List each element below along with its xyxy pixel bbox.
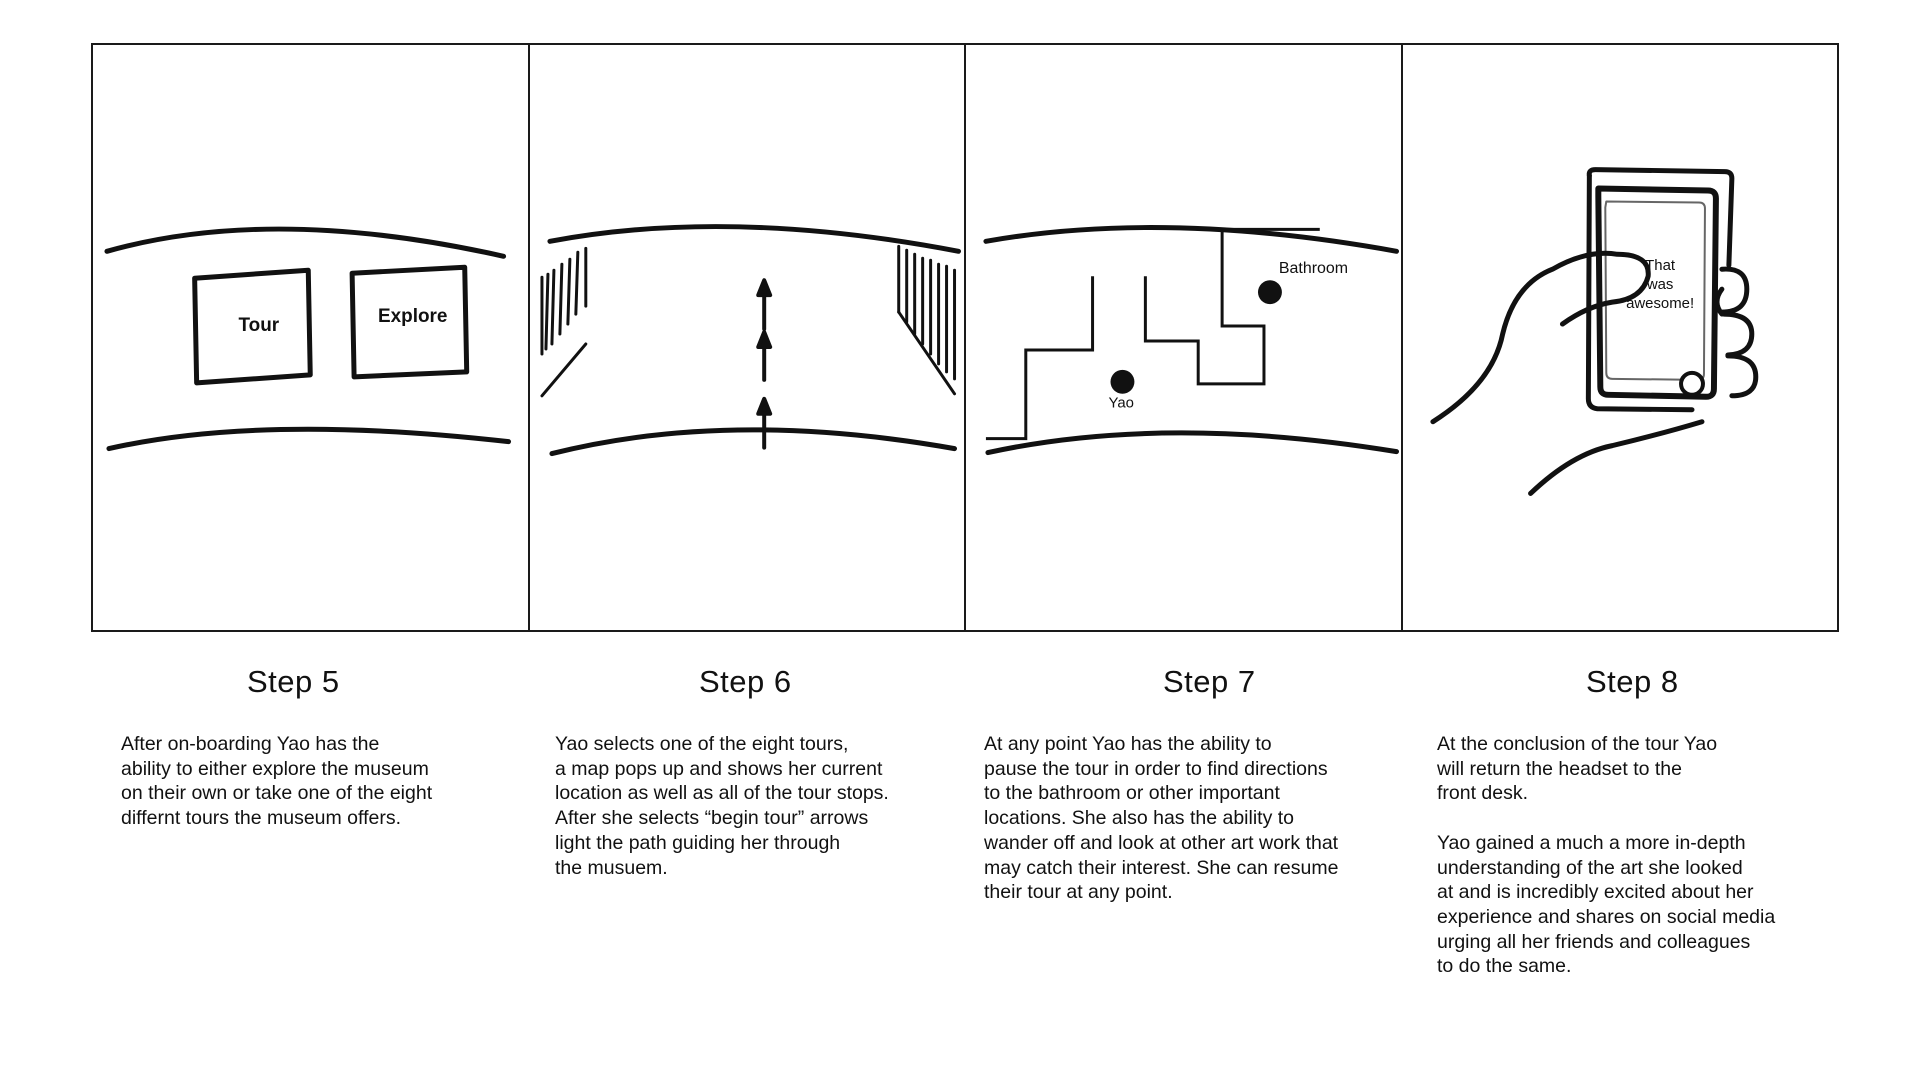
museum-map-walls [985, 227, 1320, 441]
phone-message-line-2: was [1645, 276, 1673, 293]
sketch-step-7: Bathroom Yao [983, 225, 1400, 456]
tour-button-label: Tour [238, 315, 279, 336]
sketch-step-6 [539, 224, 961, 457]
step-5-title: Step 5 [247, 664, 340, 699]
sketch-step-5: Tour Explore [104, 226, 512, 452]
guide-arrow [755, 278, 772, 332]
guide-arrow [755, 330, 772, 382]
step-8-title: Step 8 [1586, 664, 1679, 699]
explore-button-label: Explore [378, 306, 447, 327]
panel-step-6 [530, 45, 966, 630]
step-7-description: At any point Yao has the ability to paus… [984, 733, 1339, 904]
tour-button-sketch[interactable] [192, 267, 313, 386]
left-wall-hatch [539, 246, 587, 398]
view-top-edge [983, 225, 1400, 254]
phone-message-line-3: awesome! [1626, 295, 1694, 312]
panel-step-8: That was awesome! [1403, 45, 1838, 630]
step-7-title: Step 7 [1163, 664, 1256, 699]
view-top-edge [546, 224, 961, 254]
bathroom-label: Bathroom [1279, 260, 1348, 277]
guide-arrows [755, 278, 772, 450]
panel-step-7: Bathroom Yao [966, 45, 1403, 630]
step-8-description: At the conclusion of the tour Yao will r… [1437, 733, 1776, 978]
step-6-title: Step 6 [699, 664, 792, 699]
guide-arrow [755, 396, 772, 450]
bathroom-marker[interactable] [1257, 280, 1282, 305]
phone-home-button [1678, 370, 1705, 397]
yao-location-marker[interactable] [1110, 369, 1135, 394]
step-5-description: After on-boarding Yao has the ability to… [121, 733, 433, 830]
right-wall-hatch [896, 244, 956, 396]
step-6-description: Yao selects one of the eight tours, a ma… [555, 733, 889, 879]
explore-button-sketch[interactable] [349, 264, 470, 380]
view-top-edge [104, 226, 507, 259]
phone-sketch [1585, 167, 1734, 413]
yao-label: Yao [1109, 395, 1134, 412]
phone-message-line-1: That [1645, 257, 1676, 274]
view-bottom-edge [106, 426, 512, 452]
hand-sketch [1429, 250, 1758, 496]
panel-step-5: Tour Explore [93, 45, 530, 630]
view-bottom-edge [548, 427, 957, 457]
sketch-step-8: That was awesome! [1429, 167, 1758, 496]
view-bottom-edge [985, 430, 1400, 456]
storyboard: Tour Explore [91, 43, 1839, 632]
